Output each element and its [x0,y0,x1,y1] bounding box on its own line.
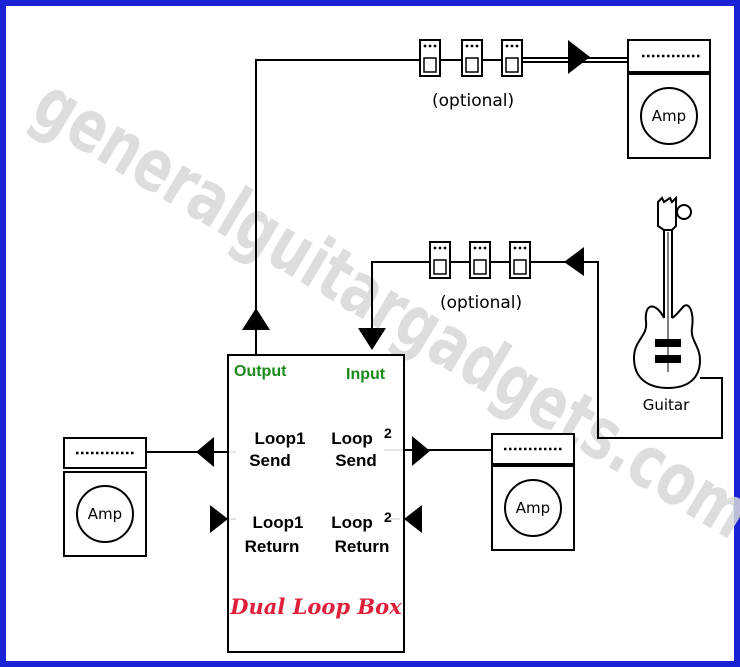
top-amp-jack-icon [568,40,590,74]
loop1-return-arrow-icon [210,505,228,533]
pedal-icon [419,39,441,77]
loop2-send-num: 2 [384,425,392,441]
loop2-return-sub: Return [335,537,390,556]
output-label: Output [234,363,287,380]
top-pedal-chain [419,39,523,77]
speaker-icon [76,485,134,543]
output-cable [255,59,420,355]
pedal-icon [461,39,483,77]
top-amp: Amp [627,39,711,159]
speaker-icon [504,479,562,537]
pedal-icon [429,241,451,279]
loop1-send-sub: Send [249,451,291,470]
loop1-send-arrow-icon [196,437,214,467]
input-cable [371,261,430,330]
amp-label-top: Amp [652,107,686,125]
dual-loop-box-title: Dual Loop Box [229,594,402,619]
loop1-return-label: Loop1 [253,513,304,532]
loop2-send-label: Loop [331,429,373,448]
pedal-icon [469,241,491,279]
amp-label-right: Amp [516,499,550,517]
optional-label-top: (optional) [432,91,514,111]
guitar-jack-icon [564,247,584,276]
loop1-send-label: Loop1 [255,429,306,448]
amp-label-left: Amp [88,505,122,523]
dual-loop-box [227,354,405,653]
loop2-return-arrow-icon [404,505,422,533]
loop2-return-label: Loop [331,513,373,532]
middle-pedal-chain [429,241,531,279]
loop2-return-num: 2 [384,509,392,525]
right-amp: Amp [491,433,575,551]
left-amp: Amp [63,437,147,557]
guitar-icon [632,195,702,390]
loop1-return-sub: Return [245,537,300,556]
loop2-send-arrow-icon [412,436,430,466]
speaker-icon [640,87,698,145]
pedal-icon [501,39,523,77]
loop2-send-sub: Send [335,451,377,470]
pedal-icon [509,241,531,279]
guitar-cable [530,261,723,439]
input-label: Input [346,366,386,383]
output-arrow-icon [242,308,270,330]
input-arrow-icon [358,328,386,350]
optional-label-middle: (optional) [440,293,522,313]
guitar-label: Guitar [643,396,690,414]
